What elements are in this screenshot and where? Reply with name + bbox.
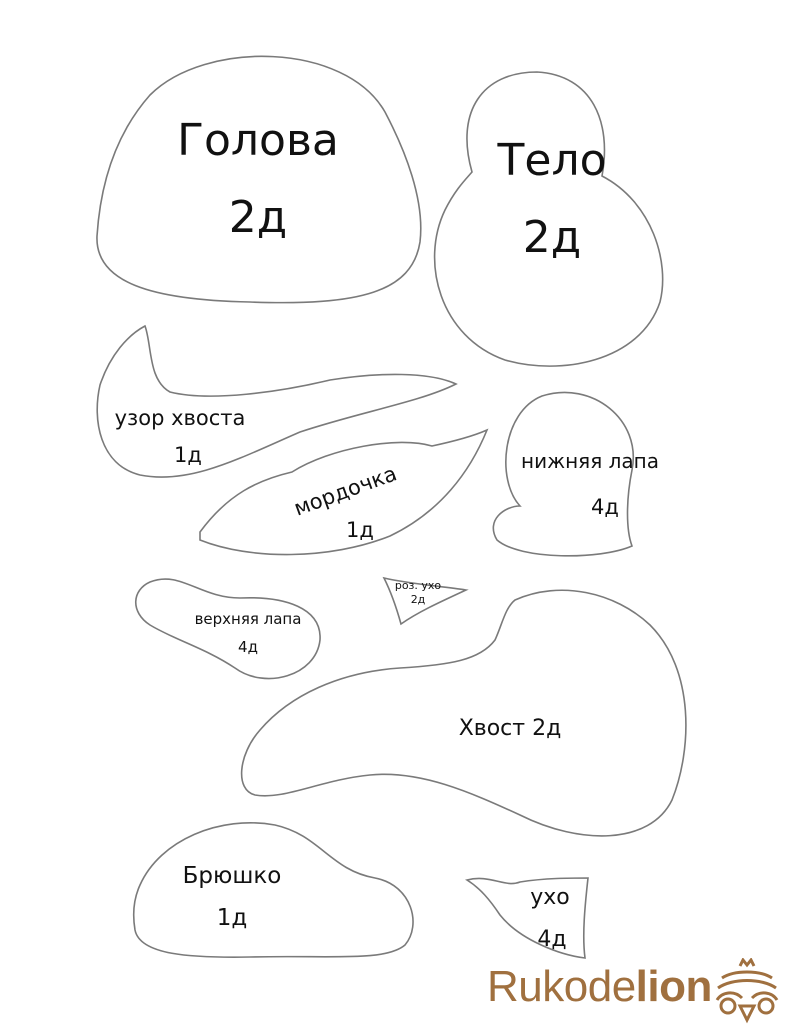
body-count: 2д bbox=[523, 212, 581, 263]
piece-tail-pattern: узор хвоста 1д bbox=[96, 324, 458, 478]
piece-upper-paw: верхняя лапа 4д bbox=[135, 578, 321, 680]
upper-paw-name: верхняя лапа bbox=[195, 610, 302, 628]
lion-logo-icon bbox=[715, 958, 779, 1024]
brand-logo: Rukodelion bbox=[487, 962, 712, 1012]
logo-text-2: lion bbox=[635, 962, 713, 1011]
piece-body: Тело 2д bbox=[433, 71, 664, 367]
lower-paw-count: 4д bbox=[591, 495, 619, 519]
belly-count: 1д bbox=[217, 905, 248, 931]
logo-text-1: Rukode bbox=[487, 962, 636, 1011]
muzzle-count: 1д bbox=[346, 518, 374, 542]
piece-lower-paw: нижняя лапа 4д bbox=[492, 391, 659, 557]
lower-paw-name: нижняя лапа bbox=[521, 449, 659, 473]
tail-pattern-count: 1д bbox=[174, 443, 202, 467]
ear-name: ухо bbox=[530, 885, 570, 910]
tail-label: Хвост 2д bbox=[459, 716, 562, 741]
body-name: Тело bbox=[497, 135, 607, 186]
piece-muzzle: мордочка 1д bbox=[199, 428, 489, 556]
piece-head: Голова 2д bbox=[96, 55, 422, 304]
piece-belly: Брюшко 1д bbox=[132, 822, 414, 958]
piece-ear: ухо 4д bbox=[464, 877, 589, 959]
head-name: Голова bbox=[177, 115, 339, 166]
upper-paw-count: 4д bbox=[238, 638, 258, 656]
piece-tail: Хвост 2д bbox=[240, 589, 687, 837]
belly-name: Брюшко bbox=[183, 863, 282, 889]
ear-count: 4д bbox=[537, 927, 566, 952]
head-count: 2д bbox=[229, 192, 287, 243]
piece-pink-ear: роз. ухо 2д bbox=[382, 576, 469, 626]
pink-ear-name: роз. ухо bbox=[395, 579, 442, 592]
tail-pattern-name: узор хвоста bbox=[115, 406, 246, 430]
pink-ear-count: 2д bbox=[411, 593, 426, 606]
